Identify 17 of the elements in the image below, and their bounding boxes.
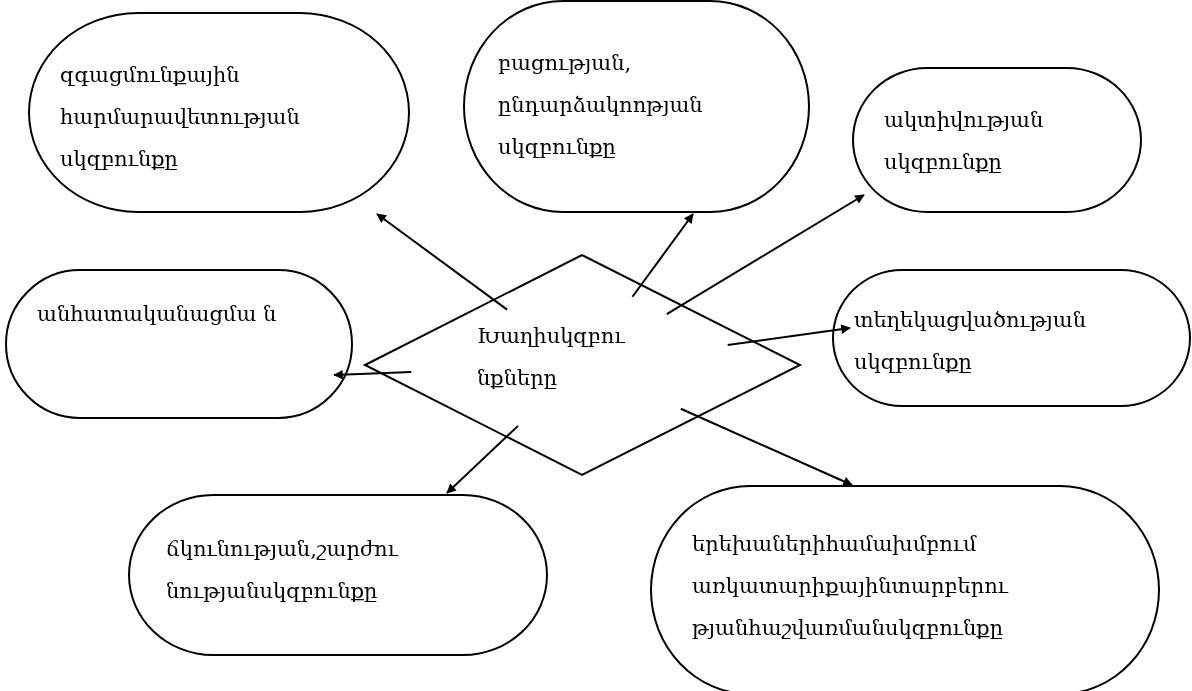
arrow [446,424,520,494]
arrow [665,194,865,316]
arrow [631,213,694,298]
node-label: ճկունության,շարժու նությանսկզբունքը [166,536,400,605]
rounded-box [832,269,1191,407]
arrow [679,407,853,486]
arrow [333,369,413,380]
arrow [726,324,851,346]
node-label: Խաղիսկզբու նքները [477,323,626,392]
node-label: բացության, ընդարձակոոթյան սկզբունքը [498,50,704,161]
diamond-node [365,255,800,475]
node-label: տեղեկացվածության սկզբունքը [854,307,1088,376]
node-label: երեխաներիհամախմբում առկատարիքայինտարբերու թյանհաշվառմանսկզբունքը [692,531,1010,642]
node-label: ակտիվության սկզբունքը [884,107,1045,176]
node-label: զգացմունքային հարմարավետության սկզբունքը [60,62,301,173]
arrow [376,213,509,311]
node-label: անհատականացմա ն [37,301,278,328]
